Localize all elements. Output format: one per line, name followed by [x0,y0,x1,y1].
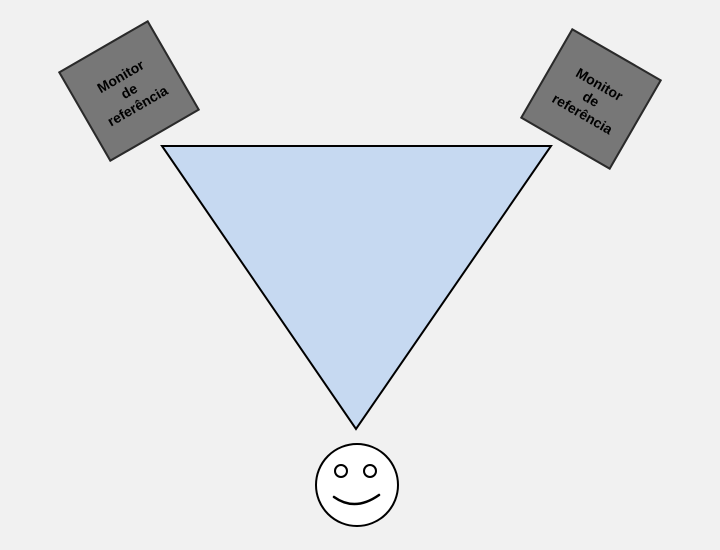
smiley-face-icon [315,443,399,527]
monitor-left-label: Monitor de referência [73,44,185,138]
monitor-right-label: Monitor de referência [535,52,647,146]
listening-triangle [160,145,553,431]
